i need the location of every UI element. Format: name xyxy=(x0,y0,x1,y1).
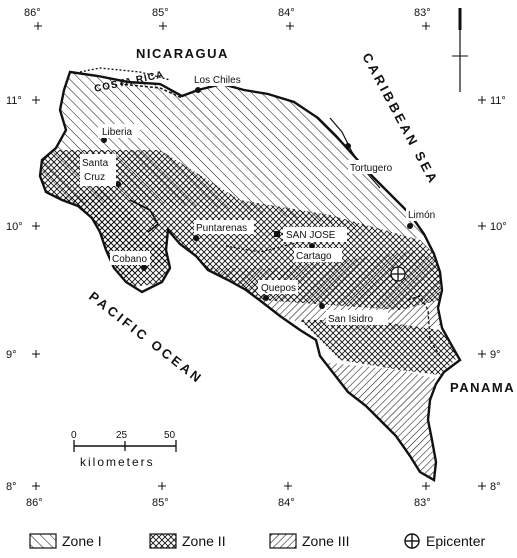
scale-tick-50: 50 xyxy=(164,430,176,441)
lon-label-85: 85° xyxy=(152,7,169,19)
scale-unit: kilometers xyxy=(80,455,155,469)
lon-label-86: 86° xyxy=(24,7,41,19)
scale-tick-0: 0 xyxy=(71,430,77,441)
lat-label-10-left: 10° xyxy=(6,221,23,233)
marker-los-chiles xyxy=(195,87,201,93)
label-panama: PANAMA xyxy=(450,380,515,395)
caribbean-coast-detail xyxy=(329,117,381,189)
epicenter-icon xyxy=(390,266,406,282)
lon-label-83: 83° xyxy=(414,7,431,19)
legend-label-zone-1: Zone I xyxy=(62,533,102,549)
lat-label-11-right: 11° xyxy=(490,95,506,107)
marker-cobano xyxy=(141,265,147,271)
zone-2-south-area xyxy=(300,320,460,375)
label-nicaragua: NICARAGUA xyxy=(136,46,229,61)
legend-label-zone-3: Zone III xyxy=(302,533,349,549)
label-cruz: Cruz xyxy=(84,172,105,183)
legend: Zone I Zone II Zone III Epicenter xyxy=(29,533,485,549)
nicoya-gulf-coast xyxy=(129,199,160,233)
legend-swatch-zone-2 xyxy=(149,533,177,549)
legend-swatch-zone-1 xyxy=(29,533,57,549)
lon-label-83-bottom: 83° xyxy=(414,497,431,509)
label-los-chiles: Los Chiles xyxy=(194,75,241,86)
marker-san-jose xyxy=(274,231,280,237)
lat-label-8-left: 8° xyxy=(6,481,17,493)
label-quepos: Quepos xyxy=(261,283,296,294)
north-arrow xyxy=(452,8,468,92)
zone-3-south-area xyxy=(300,360,440,480)
lat-label-9-left: 9° xyxy=(6,349,17,361)
legend-label-zone-2: Zone II xyxy=(182,533,226,549)
lat-label-9-right: 9° xyxy=(490,349,501,361)
scale-tick-25: 25 xyxy=(116,430,128,441)
graticule xyxy=(32,22,486,490)
lat-label-10-right: 10° xyxy=(490,221,507,233)
label-tortugero: Tortugero xyxy=(350,163,393,174)
marker-quepos xyxy=(263,295,269,301)
label-cartago: Cartago xyxy=(296,251,332,262)
legend-swatch-zone-3 xyxy=(269,533,297,549)
nicaragua-border xyxy=(119,83,183,99)
label-liberia: Liberia xyxy=(102,127,132,138)
north-border-dotted xyxy=(79,67,171,81)
marker-san-isidro xyxy=(319,303,325,309)
marker-santa-cruz xyxy=(115,181,121,187)
legend-label-epicenter: Epicenter xyxy=(426,533,485,549)
marker-puntarenas xyxy=(193,235,199,241)
lon-label-84-bottom: 84° xyxy=(278,497,295,509)
marker-tortugero xyxy=(345,143,351,149)
label-san-isidro: San Isidro xyxy=(328,314,373,325)
lat-label-8-right: 8° xyxy=(490,481,501,493)
marker-cartago xyxy=(309,243,315,249)
panama-border xyxy=(407,295,441,357)
lon-label-86-bottom: 86° xyxy=(26,497,43,509)
label-santa: Santa xyxy=(82,158,109,169)
legend-epicenter-icon xyxy=(404,533,420,549)
marker-liberia xyxy=(101,137,107,143)
label-puntarenas: Puntarenas xyxy=(196,223,247,234)
marker-limon xyxy=(407,223,413,229)
label-pacific-ocean: PACIFIC OCEAN xyxy=(86,289,206,387)
label-cobano: Cobano xyxy=(112,254,147,265)
label-san-jose: SAN JOSE xyxy=(286,230,336,241)
label-limon: Limón xyxy=(408,210,435,221)
scale-bar: 0 25 50 kilometers xyxy=(71,430,177,469)
city-markers xyxy=(101,87,413,309)
lon-label-84: 84° xyxy=(278,7,295,19)
lon-label-85-bottom: 85° xyxy=(152,497,169,509)
lat-label-11-left: 11° xyxy=(6,95,22,107)
